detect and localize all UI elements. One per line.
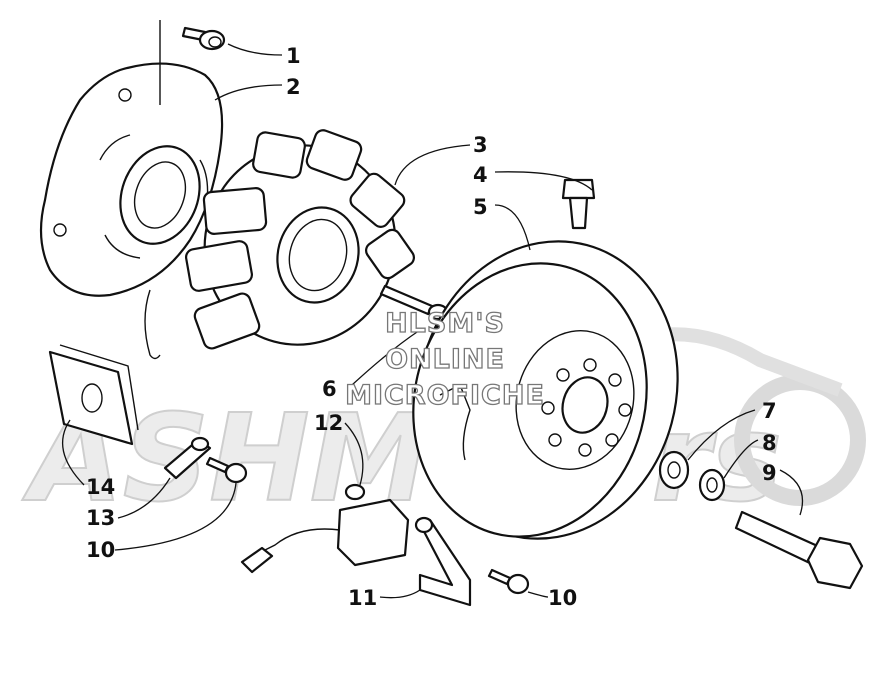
callout-9: 9	[762, 461, 777, 485]
watermark-line-3: MICROFICHE	[345, 380, 545, 411]
bolt-part-4	[561, 178, 596, 230]
flywheel-bolt-part-9	[734, 510, 864, 590]
callout-10-left: 10	[86, 538, 115, 562]
pulse-coil-part-14	[48, 344, 139, 446]
hlsm-watermark: HLSM'S ONLINE MICROFICHE	[344, 307, 545, 411]
callout-4: 4	[473, 163, 488, 187]
callout-8: 8	[762, 431, 777, 455]
callout-1: 1	[286, 44, 301, 68]
flywheel-part-5	[412, 240, 679, 540]
washer-part-7	[658, 450, 690, 490]
screw-part-10-left	[205, 456, 248, 484]
callout-13: 13	[86, 506, 115, 530]
watermark-line-2: ONLINE	[385, 344, 505, 375]
callout-10-right: 10	[548, 586, 577, 610]
callout-7: 7	[762, 399, 777, 423]
watermark-line-1: HLSM'S	[385, 308, 505, 339]
callout-12: 12	[314, 411, 343, 435]
lock-washer-part-8	[698, 468, 726, 502]
bracket-part-13	[163, 436, 212, 480]
screw-part-10-right	[487, 568, 530, 595]
callout-2: 2	[286, 75, 301, 99]
screw-part-1	[181, 26, 226, 51]
washer-part-12	[344, 483, 366, 501]
stator-plate-part-2	[39, 20, 224, 360]
callout-3: 3	[473, 133, 488, 157]
callout-14: 14	[86, 475, 115, 499]
stator-coil-part-3	[184, 129, 415, 350]
callout-6: 6	[322, 377, 337, 401]
callout-11: 11	[348, 586, 377, 610]
callout-5: 5	[473, 195, 488, 219]
regulator-part-11	[240, 498, 472, 607]
leader-lines	[62, 43, 804, 599]
callout-labels: 1 2 3 4 5 6 7 8 9 10 10 11 12 13 14	[86, 44, 777, 610]
